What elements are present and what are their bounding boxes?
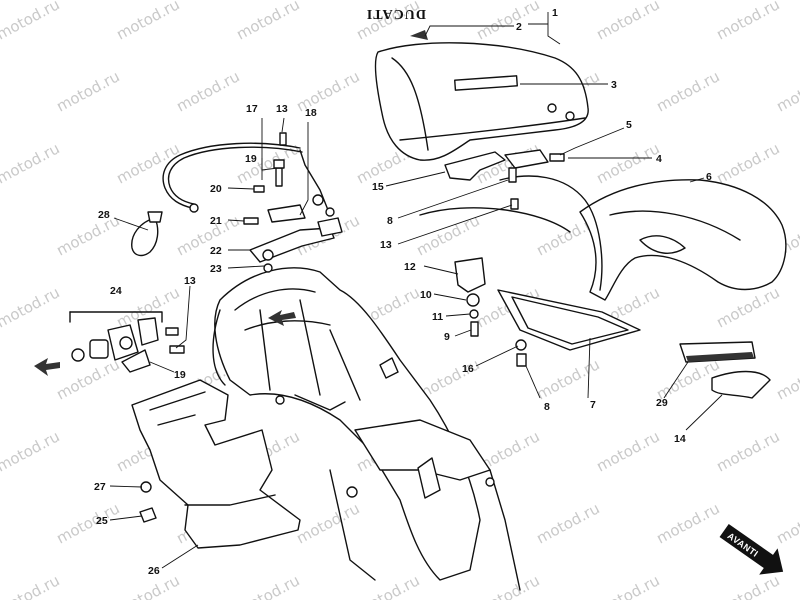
callout-23: 23 xyxy=(210,263,222,275)
callout-19-upper: 19 xyxy=(245,153,257,165)
callout-19-lower: 19 xyxy=(174,369,186,381)
watermark-text: motod.ru xyxy=(593,427,662,475)
seat-lock-barrel xyxy=(34,311,185,376)
watermark-text: motod.ru xyxy=(53,67,122,115)
callout-20: 20 xyxy=(210,183,222,195)
watermark-text: motod.ru xyxy=(53,499,122,547)
callout-1: 1 xyxy=(552,7,558,19)
undertray xyxy=(131,379,301,549)
fasteners-undertray xyxy=(139,481,157,523)
watermark-text: motod.ru xyxy=(173,67,242,115)
watermark-text: motod.ru xyxy=(0,211,3,259)
watermark-text: motod.ru xyxy=(473,0,542,44)
watermark-text: motod.ru xyxy=(0,427,63,475)
watermark-text: motod.ru xyxy=(233,0,302,44)
seat-release-cable xyxy=(162,142,331,216)
callout-21: 21 xyxy=(210,215,222,227)
watermark-text: motod.ru xyxy=(0,67,3,115)
watermark-text: motod.ru xyxy=(713,427,782,475)
watermark-text: motod.ru xyxy=(593,139,662,187)
watermark-text: motod.ru xyxy=(533,499,602,547)
callout-13-mid: 13 xyxy=(380,239,392,251)
rear-subframe xyxy=(212,267,521,591)
callout-15: 15 xyxy=(372,181,384,193)
watermark-text: motod.ru xyxy=(0,139,63,187)
callout-22: 22 xyxy=(210,245,222,257)
callout-24: 24 xyxy=(110,285,122,297)
watermark-text: motod.ru xyxy=(773,499,800,547)
watermark-text: motod.ru xyxy=(233,571,302,600)
watermark-text: motod.ru xyxy=(173,211,242,259)
callout-17: 17 xyxy=(246,103,258,115)
leader-lines xyxy=(109,12,723,569)
fasteners-left xyxy=(243,132,287,273)
watermark-text: motod.ru xyxy=(0,283,63,331)
seat-badge xyxy=(454,75,518,91)
callout-26: 26 xyxy=(148,565,160,577)
watermark-text: motod.ru xyxy=(0,571,63,600)
watermark-text: motod.ru xyxy=(773,355,800,403)
watermark-text: motod.ru xyxy=(113,0,182,44)
callout-labels: 1 2 3 4 5 6 7 8 8 9 10 11 12 13 13 13 14… xyxy=(94,7,712,577)
watermark-text: motod.ru xyxy=(113,139,182,187)
callout-8-lower: 8 xyxy=(544,401,550,413)
watermark-text: motod.ru xyxy=(0,499,3,547)
callout-18: 18 xyxy=(305,107,317,119)
callout-8-upper: 8 xyxy=(387,215,393,227)
helmet-strap xyxy=(131,211,163,257)
tail-cowl xyxy=(579,179,787,301)
watermark-text: motod.ru xyxy=(713,283,782,331)
callout-2: 2 xyxy=(516,21,522,33)
watermark-text: motod.ru xyxy=(773,67,800,115)
watermark-text: motod.ru xyxy=(713,0,782,44)
callout-3: 3 xyxy=(611,79,617,91)
seat-pan xyxy=(419,175,603,291)
watermark-text: motod.ru xyxy=(713,571,782,600)
callout-25: 25 xyxy=(96,515,108,527)
callout-13-top: 13 xyxy=(276,103,288,115)
seat-bracket-front xyxy=(444,149,565,210)
callout-16: 16 xyxy=(462,363,474,375)
watermark-text: motod.ru xyxy=(473,571,542,600)
watermark-text: motod.ru xyxy=(53,355,122,403)
watermark-text: motod.ru xyxy=(593,0,662,44)
frame-direction-arrow xyxy=(268,310,296,326)
seat-bracket-rear xyxy=(454,257,486,337)
watermark-text: motod.ru xyxy=(653,67,722,115)
callout-29: 29 xyxy=(656,397,668,409)
callout-7: 7 xyxy=(590,399,596,411)
rubber-pad xyxy=(497,289,641,367)
callout-11: 11 xyxy=(432,311,443,323)
callout-14: 14 xyxy=(674,433,686,445)
callout-9: 9 xyxy=(444,331,450,343)
callout-27: 27 xyxy=(94,481,106,493)
watermark-text: motod.ru xyxy=(653,499,722,547)
watermark-text: motod.ru xyxy=(53,211,122,259)
seat-cowl xyxy=(374,30,589,161)
watermark-text: motod.ru xyxy=(353,571,422,600)
callout-13-left: 13 xyxy=(184,275,196,287)
callout-5: 5 xyxy=(626,119,632,131)
callout-28: 28 xyxy=(98,209,110,221)
watermark-text: motod.ru xyxy=(293,67,362,115)
watermark-text: motod.ru xyxy=(0,355,3,403)
watermark-text: motod.ru xyxy=(593,571,662,600)
brand-text: DUCATI xyxy=(366,6,426,21)
watermark-text: motod.ru xyxy=(293,499,362,547)
callout-12: 12 xyxy=(404,261,416,273)
callout-10: 10 xyxy=(420,289,432,301)
watermark-text: motod.ru xyxy=(713,139,782,187)
watermark-text: motod.ru xyxy=(533,355,602,403)
pad-pieces xyxy=(679,341,771,399)
callout-4: 4 xyxy=(656,153,662,165)
callout-6: 6 xyxy=(706,171,712,183)
watermark-text: motod.ru xyxy=(0,0,63,44)
